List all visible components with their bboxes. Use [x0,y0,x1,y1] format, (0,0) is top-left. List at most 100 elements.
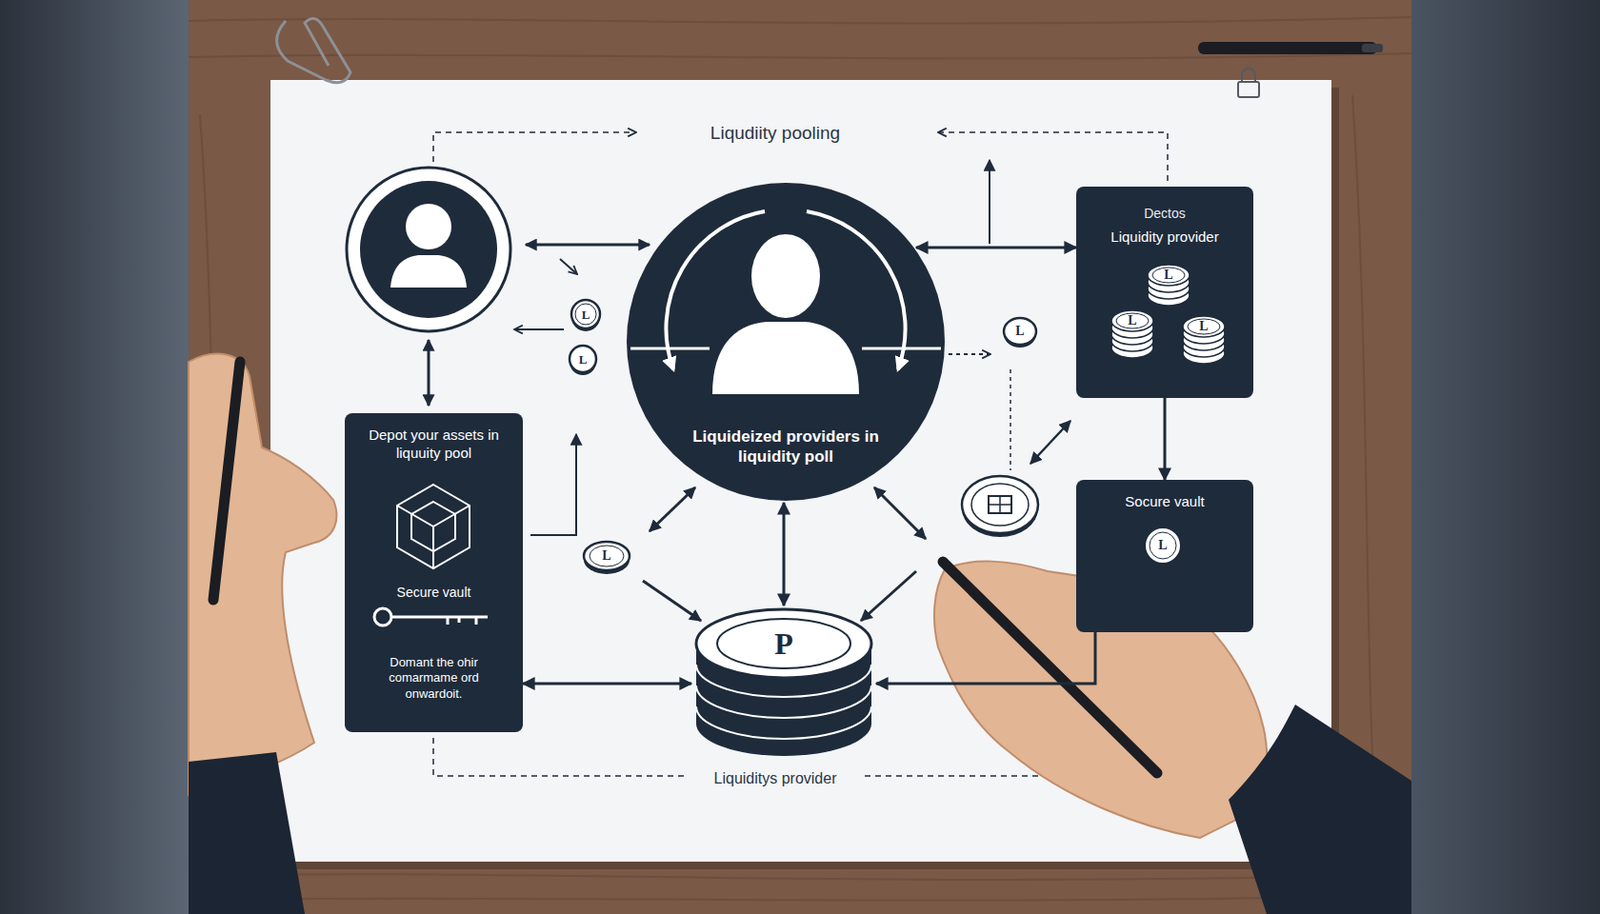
circle-outline [624,180,947,503]
connector-arrow [782,502,786,606]
node-text: Liquidity provider [1083,228,1246,247]
coin-stacks [1147,284,1190,306]
dashed-frame [433,738,686,777]
connector-arrow [876,632,1096,684]
decor-arrows [428,160,1071,621]
loose-coins [571,300,600,329]
provider-figure [665,211,765,370]
decor-arrows [530,434,577,536]
loose-coins [583,541,630,571]
user-avatar-circle [390,255,467,288]
coin-symbol: L [1015,324,1024,339]
coin-face [696,609,872,679]
decor-arrows [649,487,696,532]
user-avatar-circle [346,167,511,332]
paper-clip [276,18,351,82]
loose-coins [583,545,630,575]
coin-stack-outline [691,605,877,759]
decor-arrows [860,571,917,621]
connectors [522,247,1165,684]
node-text: Domant the ohir comarmame ord onwardoit. [372,655,497,702]
loose-coins [1003,318,1037,345]
coin-stacks [1111,337,1154,359]
circle-outline [626,182,945,501]
emblem-coin [988,496,1012,514]
backdrop [0,0,189,914]
coin-stacks [1111,317,1154,339]
decor-arrows [1009,369,1012,471]
coin-ridge [696,685,872,719]
pen-and-lock [1198,41,1383,98]
connector-arrow [1163,398,1167,480]
coin-symbol: L [1163,268,1173,282]
backdrop [188,0,1412,914]
loose-coins [1003,320,1037,348]
pen-and-lock [1198,41,1378,55]
pen-and-lock [1238,81,1260,98]
loose-coins [569,300,1037,575]
vault-coin [1144,527,1181,564]
cube-icon [411,501,456,552]
key-icon [374,608,392,626]
dashed-frame [938,132,1168,181]
decor-arrows [642,580,701,621]
emblem-coin [961,480,1039,538]
decor-arrows [874,487,926,540]
dashed-frame [433,132,637,162]
coin-symbol: L [601,549,611,563]
left-hand [188,752,305,914]
pen-and-lock [1241,68,1256,82]
coin-stacks [1182,316,1225,338]
coin-stacks [1147,264,1190,286]
coin-stacks [1111,310,1154,332]
provider-box: DectosLiquidity provider [1076,186,1254,399]
coin-stacks [1182,329,1225,351]
deposit-box: Depot your assets in liquuity poolSecure… [344,413,523,733]
wood-grain [188,895,1412,901]
coin-stacks [1147,271,1190,293]
label-anchor: L [1127,314,1137,328]
user-avatar-circle [360,180,498,319]
label-anchor: L [601,549,611,563]
coin-symbol: L [1127,314,1137,328]
coin-stacks [1147,278,1190,300]
right-hand [934,561,1267,839]
footer-label: Liquiditys provider [708,769,843,789]
coin-symbol: L [579,353,588,366]
coin-stacks [1111,264,1225,364]
vault-coin [1149,532,1177,560]
connector-arrow [522,682,692,686]
right-hand [1228,704,1412,914]
coin-side [696,691,872,757]
decor-arrows [525,243,650,247]
paper-sheet [270,80,1332,862]
connector-arrow [916,246,1077,250]
coin-face [717,619,851,669]
coin-symbol: L [1199,320,1208,334]
decor-arrows [988,160,991,244]
user-avatar-circle [405,203,452,250]
decor-arrows [514,328,564,331]
token-coin-stack: P [691,605,877,759]
coin-stacks [1182,322,1225,344]
emblem-coin [971,483,1029,526]
title-anchor: Liqudiity pooling [710,123,840,142]
provider-figure [630,211,941,395]
node-heading: Socure vault [1083,493,1246,512]
decor-arrows [1030,420,1071,464]
coin-side [696,643,872,724]
user-avatar-circle [346,167,511,332]
provider-figure [712,321,860,395]
coin-stacks [1111,330,1154,352]
cube-icon [397,484,470,569]
pen-and-lock [1361,43,1383,53]
provider-figure [630,347,941,351]
decor-arrows [427,340,431,406]
vault-box: Socure vault [1076,480,1254,633]
loose-coins [571,302,600,332]
